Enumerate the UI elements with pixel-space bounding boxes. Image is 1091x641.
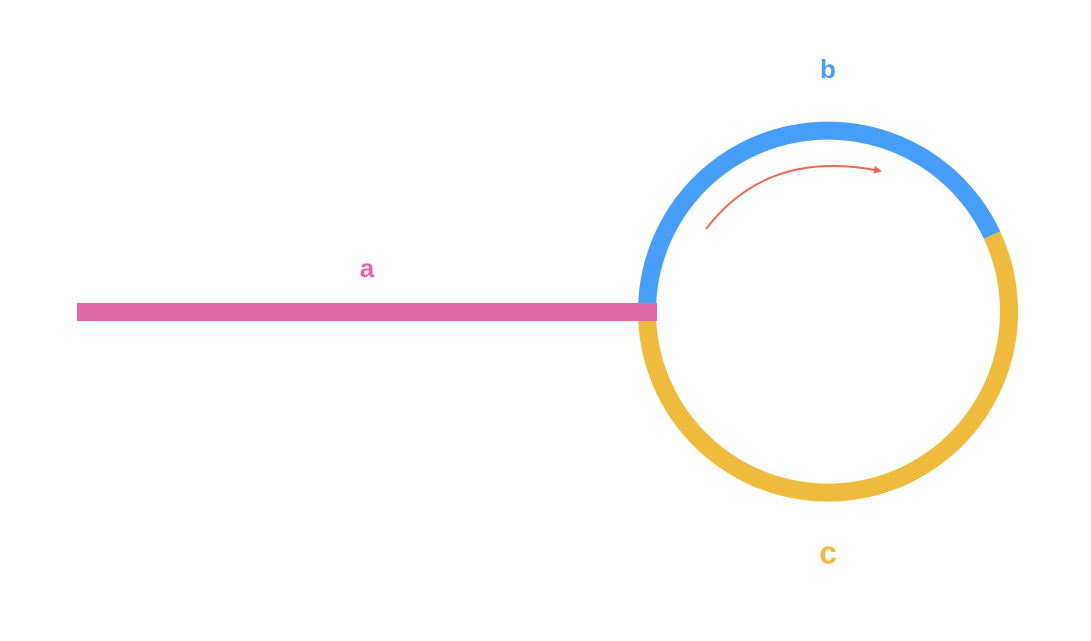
segment-b-arc — [637, 121, 1001, 313]
segment-a-label: a — [360, 253, 375, 283]
segment-b-label: b — [820, 54, 836, 84]
direction-arrow — [705, 164, 882, 230]
segment-c-arc — [638, 231, 1018, 502]
segment-c-label: c — [819, 534, 837, 570]
